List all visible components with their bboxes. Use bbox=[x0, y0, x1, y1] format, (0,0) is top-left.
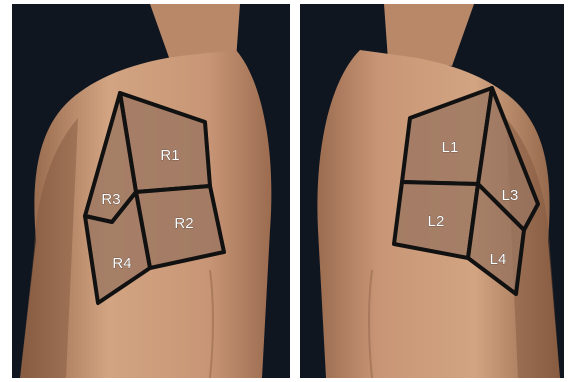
zone-label-r2: R2 bbox=[174, 215, 193, 232]
zone-label-r4: R4 bbox=[112, 255, 131, 272]
panel-divider bbox=[290, 4, 300, 378]
zone-label-l3: L3 bbox=[502, 187, 519, 204]
zone-label-l1: L1 bbox=[442, 139, 459, 156]
zone-label-r1: R1 bbox=[160, 147, 179, 164]
zone-label-l4: L4 bbox=[490, 251, 507, 268]
zone-label-l2: L2 bbox=[428, 213, 445, 230]
zone-label-r3: R3 bbox=[101, 191, 120, 208]
